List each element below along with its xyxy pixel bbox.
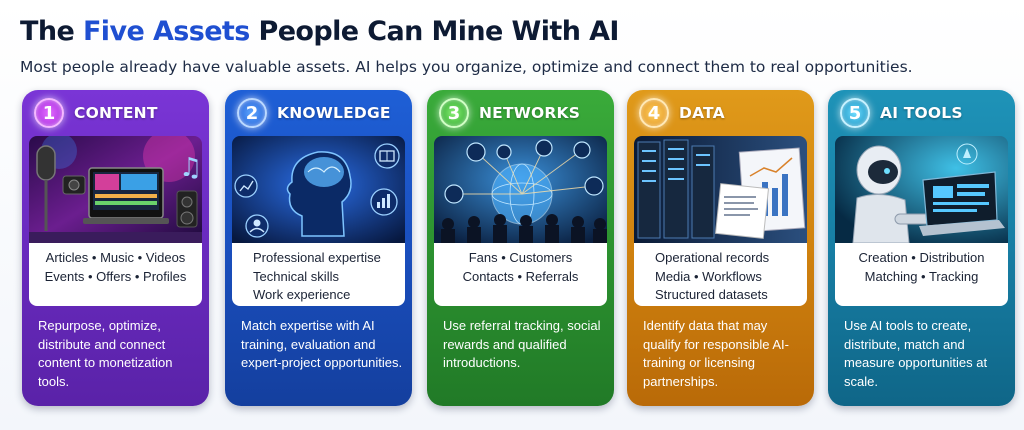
robot-laptop-icon [835,136,1008,243]
asset-card-data: 4 DATA [627,90,814,406]
list-item: Operational records [655,250,770,265]
list-item: Work experience [253,287,351,302]
title-post: People Can Mine With AI [249,16,620,47]
asset-card-content: 1 CONTENT [22,90,209,406]
card-asset-list: Creation • Distribution Matching • Track… [835,243,1008,306]
list-item: Creation • Distribution [858,250,985,265]
card-asset-list: Fans • Customers Contacts • Referrals [434,243,607,306]
asset-cards: 1 CONTENT [22,90,1015,408]
title-pre: The [20,16,83,47]
card-description: Use referral tracking, social rewards an… [443,318,601,370]
card-number-badge: 5 [840,98,870,128]
list-item: Fans • Customers [468,250,573,265]
card-number-badge: 3 [439,98,469,128]
asset-card-ai-tools: 5 AI TOOLS [828,90,1015,406]
brain-head-profile-icon [232,136,405,243]
card-description: Use AI tools to create, distribute, matc… [844,318,988,389]
list-item: Articles • Music • Videos [45,250,186,265]
list-item: Structured datasets [655,287,768,302]
list-item: Events • Offers • Profiles [44,268,187,284]
card-header: 2 KNOWLEDGE [225,90,412,136]
title-highlight: Five Assets [82,16,250,47]
card-header: 4 DATA [627,90,814,136]
card-asset-list: Operational records Media • Workflows St… [634,243,807,306]
server-racks-documents-icon [634,136,807,243]
card-asset-list: Articles • Music • Videos Events • Offer… [29,243,202,306]
list-item: Professional expertise [253,250,381,265]
card-title: KNOWLEDGE [277,104,391,122]
card-title: NETWORKS [479,104,581,122]
globe-people-network-icon [434,136,607,243]
card-header: 3 NETWORKS [427,90,614,136]
list-item: Media • Workflows [655,268,762,284]
card-number-badge: 2 [237,98,267,128]
studio-microphone-video-editing-icon: ♫ [29,136,202,243]
list-item: Matching • Tracking [864,268,979,284]
card-description: Match expertise with AI training, evalua… [241,318,403,370]
list-item: Technical skills [253,268,339,284]
card-title: DATA [679,104,725,122]
asset-card-knowledge: 2 KNOWLEDGE [225,90,412,406]
card-description: Repurpose, optimize, distribute and conn… [38,318,173,389]
asset-card-networks: 3 NETWORKS [427,90,614,406]
card-title: AI TOOLS [880,104,963,122]
list-item: Contacts • Referrals [462,268,579,284]
card-number-badge: 4 [639,98,669,128]
card-number-badge: 1 [34,98,64,128]
card-title: CONTENT [74,104,158,122]
card-description: Identify data that may qualify for respo… [643,318,789,389]
card-header: 1 CONTENT [22,90,209,136]
card-asset-list: Professional expertise Technical skills … [232,243,405,306]
page-subtitle: Most people already have valuable assets… [20,58,913,76]
page-title: The Five Assets People Can Mine With AI [20,16,619,47]
svg-text:♫: ♫ [179,153,202,183]
card-header: 5 AI TOOLS [828,90,1015,136]
